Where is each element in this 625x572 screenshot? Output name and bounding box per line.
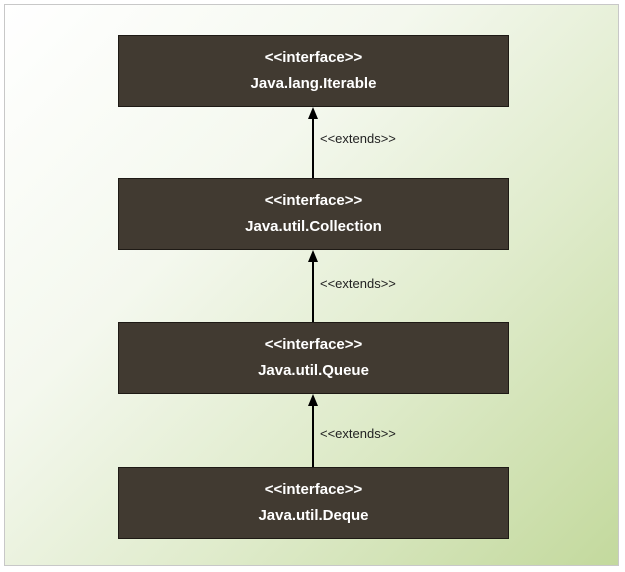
node-iterable: <<interface>> Java.lang.Iterable: [118, 35, 509, 107]
node-name: Java.util.Queue: [258, 362, 369, 379]
arrow-deque-to-queue: [308, 394, 318, 467]
node-stereotype: <<interface>>: [264, 481, 363, 498]
node-deque: <<interface>> Java.util.Deque: [118, 467, 509, 539]
node-name: Java.util.Deque: [258, 507, 369, 524]
node-stereotype: <<interface>>: [264, 49, 363, 66]
node-name: Java.util.Collection: [245, 218, 382, 235]
edge-label: <<extends>>: [320, 276, 396, 291]
node-stereotype: <<interface>>: [264, 192, 363, 209]
edge-label: <<extends>>: [320, 426, 396, 441]
node-collection: <<interface>> Java.util.Collection: [118, 178, 509, 250]
edge-label: <<extends>>: [320, 131, 396, 146]
arrow-collection-to-iterable: [308, 107, 318, 178]
node-queue: <<interface>> Java.util.Queue: [118, 322, 509, 394]
node-stereotype: <<interface>>: [264, 336, 363, 353]
arrow-queue-to-collection: [308, 250, 318, 322]
node-name: Java.lang.Iterable: [250, 75, 377, 92]
